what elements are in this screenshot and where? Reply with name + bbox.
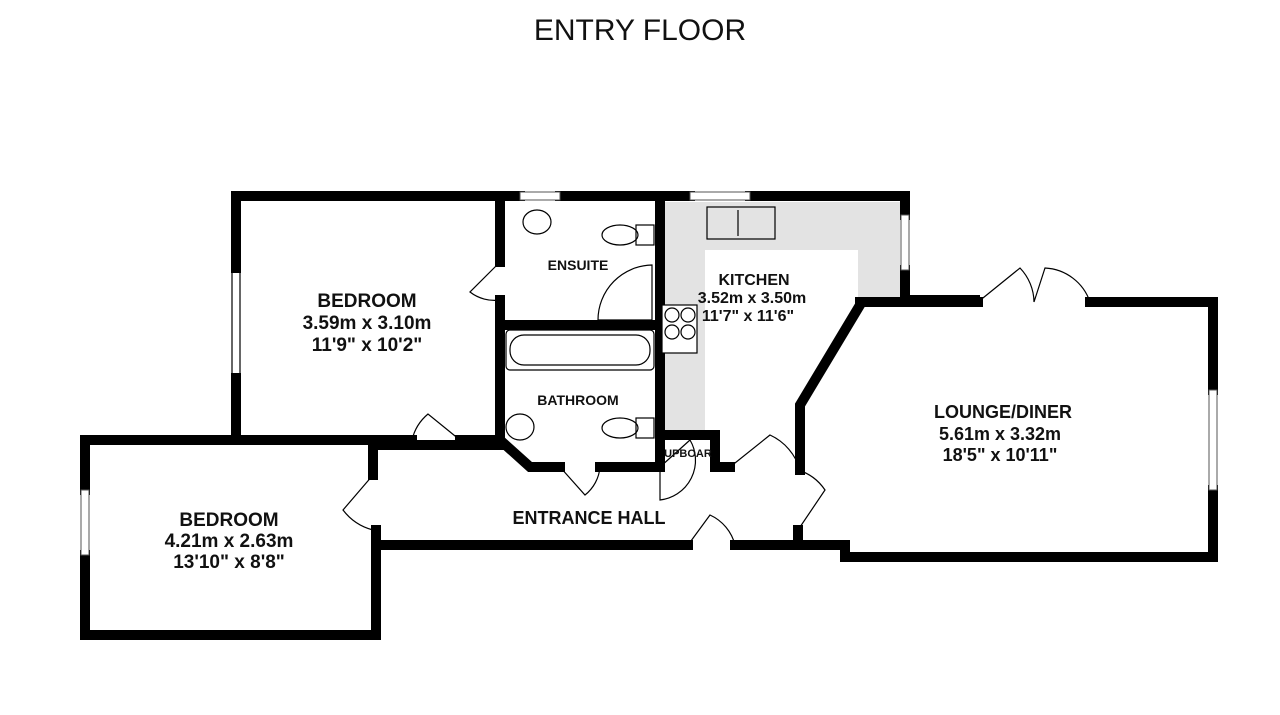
window-kitchen-side xyxy=(900,214,910,271)
window-lounge xyxy=(1208,389,1218,491)
window-kitchen xyxy=(689,191,751,201)
basin-ensuite-icon xyxy=(522,209,552,235)
bedroom2-metric: 4.21m x 2.63m xyxy=(165,531,294,552)
window-ensuite xyxy=(519,191,561,201)
bedroom1-name: BEDROOM xyxy=(317,291,416,312)
kitchen-worktop xyxy=(665,202,900,430)
kitchen-imperial: 11'7" x 11'6" xyxy=(702,308,794,325)
cupboard-name: UPBOAR xyxy=(664,448,712,460)
kitchen-name: KITCHEN xyxy=(718,272,789,289)
floor-title: ENTRY FLOOR xyxy=(533,14,747,47)
bathroom-name: BATHROOM xyxy=(537,392,618,408)
lounge-imperial: 18'5" x 10'11" xyxy=(943,445,1058,465)
fixtures xyxy=(505,206,776,441)
toilet-bathroom-icon xyxy=(601,417,639,439)
lounge-metric: 5.61m x 3.32m xyxy=(939,424,1061,444)
hall-name: ENTRANCE HALL xyxy=(513,508,666,528)
doors xyxy=(342,261,1091,546)
bedroom1-metric: 3.59m x 3.10m xyxy=(303,313,432,334)
window-bedroom2 xyxy=(80,489,90,556)
bath-icon xyxy=(505,329,655,371)
bedroom2-imperial: 13'10" x 8'8" xyxy=(173,552,285,573)
shower-icon xyxy=(597,264,653,321)
ensuite-name: ENSUITE xyxy=(548,257,609,273)
toilet-ensuite-icon xyxy=(601,224,639,246)
hob-icon xyxy=(661,304,698,354)
bedroom1-imperial: 11'9" x 10'2" xyxy=(312,335,423,356)
kitchen-metric: 3.52m x 3.50m xyxy=(698,290,807,307)
sink-icon xyxy=(706,206,776,240)
lounge-name: LOUNGE/DINER xyxy=(934,402,1072,422)
walls xyxy=(80,191,1218,640)
basin-bathroom-icon xyxy=(505,413,535,441)
bedroom2-name: BEDROOM xyxy=(179,510,278,531)
